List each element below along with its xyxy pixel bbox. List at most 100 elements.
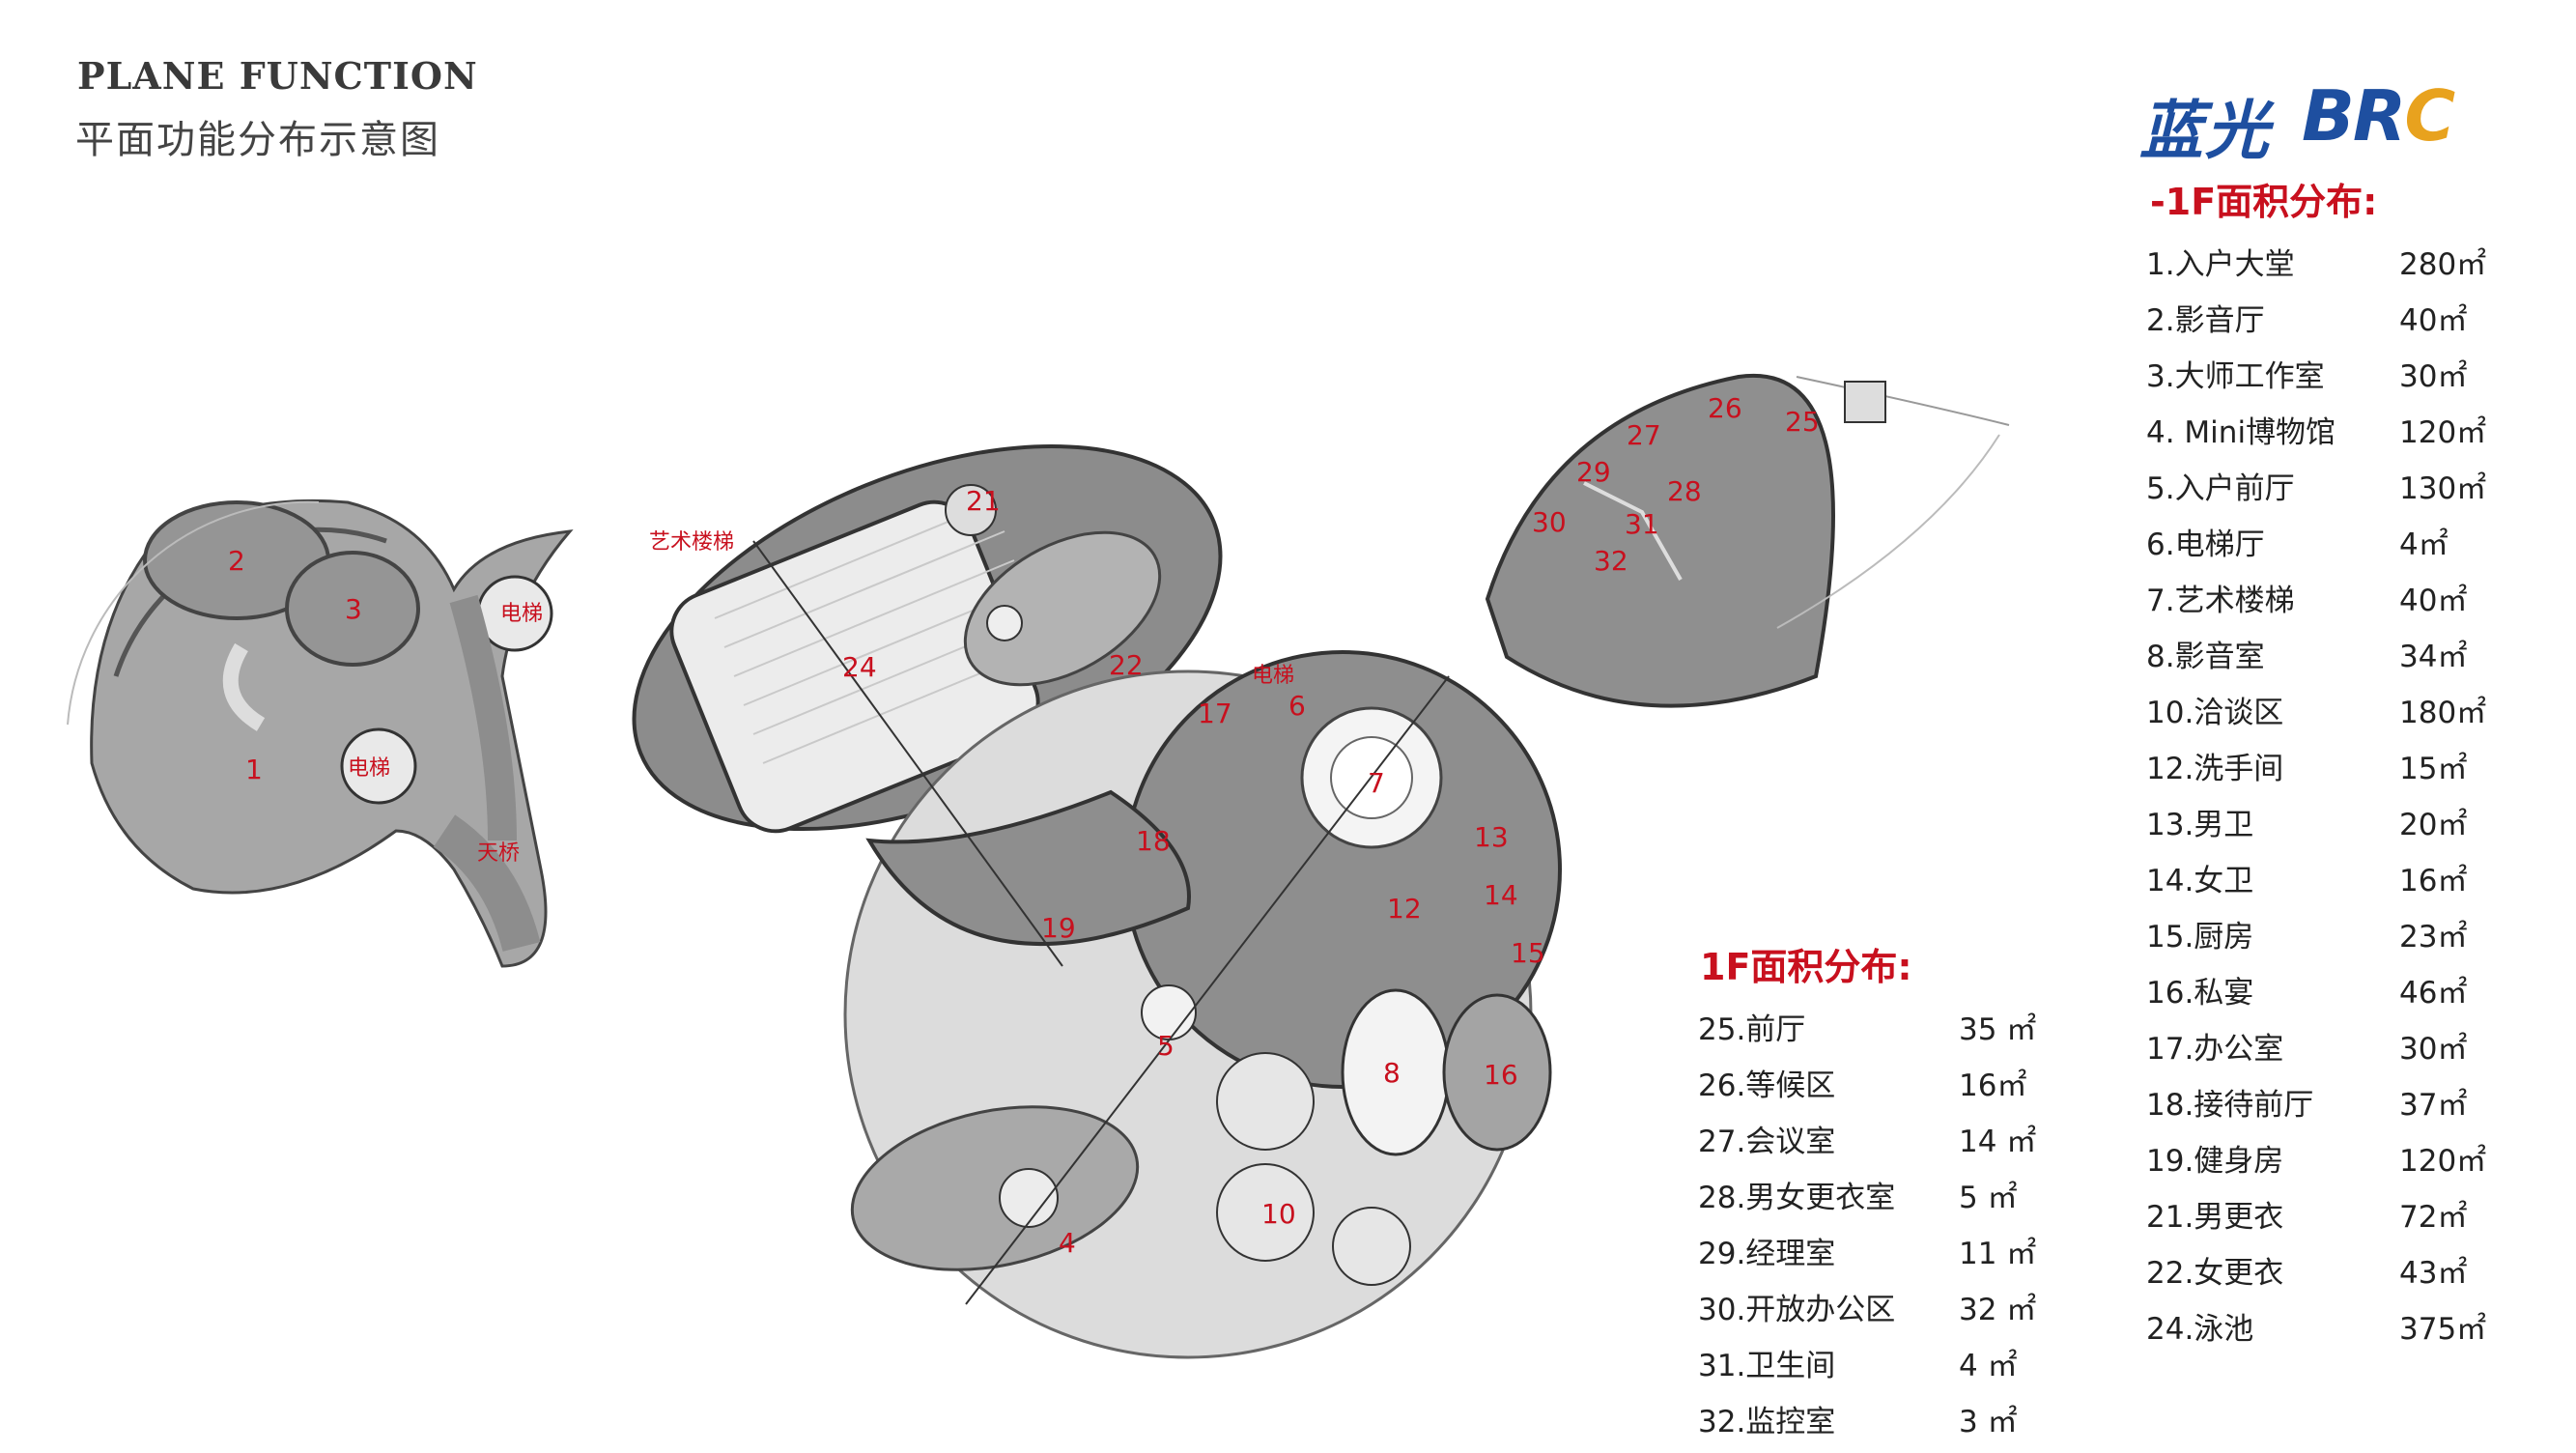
area-row: 13.男卫 20㎡ [2146, 800, 2513, 856]
label-31: 31 [1625, 508, 1659, 540]
area-name: 13.男卫 [2146, 808, 2254, 842]
area-name: 28.男女更衣室 [1698, 1181, 1896, 1215]
area-row: 25.前厅 35 ㎡ [1698, 1005, 2065, 1061]
area-name: 7.艺术楼梯 [2146, 584, 2295, 618]
area-value: 375㎡ [2399, 1312, 2487, 1347]
area-name: 1.入户大堂 [2146, 247, 2295, 282]
area-value: 16㎡ [1959, 1068, 2027, 1103]
area-value: 40㎡ [2399, 584, 2468, 618]
area-value: 120㎡ [2399, 415, 2487, 450]
area-name: 31.卫生间 [1698, 1349, 1836, 1383]
label-25: 25 [1785, 406, 1820, 438]
label-15: 15 [1511, 937, 1545, 969]
area-value: 11 ㎡ [1959, 1237, 2037, 1271]
ground-area-title: 1F面积分布: [1700, 946, 1912, 988]
main-building [752, 540, 1562, 1359]
area-name: 30.开放办公区 [1698, 1293, 1896, 1327]
label-art-stair: 艺术楼梯 [649, 530, 734, 555]
label-elevator-c: 电梯 [1252, 664, 1294, 688]
logo-en-main: BR [2302, 75, 2406, 157]
plan-labels: 2 3 1 电梯 电梯 天桥 艺术楼梯 21 24 22 17 电梯 6 7 1… [228, 392, 1820, 1259]
label-18: 18 [1136, 825, 1171, 857]
label-32: 32 [1594, 545, 1628, 577]
label-29: 29 [1576, 456, 1611, 488]
label-10: 10 [1261, 1198, 1296, 1230]
area-value: 46㎡ [2399, 976, 2468, 1011]
area-row: 10.洽谈区 180㎡ [2146, 688, 2513, 744]
lobby-building [67, 499, 574, 968]
ground-floor-building [1485, 373, 2010, 708]
area-row: 26.等候区 16㎡ [1698, 1061, 2065, 1117]
logo-en-text: BRC [2302, 75, 2455, 157]
label-19: 19 [1041, 912, 1076, 944]
area-name: 5.入户前厅 [2146, 471, 2295, 506]
area-value: 35 ㎡ [1959, 1012, 2037, 1047]
label-16: 16 [1484, 1059, 1518, 1091]
area-name: 25.前厅 [1698, 1012, 1806, 1047]
label-2: 2 [228, 545, 245, 577]
area-value: 30㎡ [2399, 359, 2468, 394]
label-28: 28 [1667, 475, 1702, 507]
label-22: 22 [1109, 649, 1144, 681]
area-name: 24.泳池 [2146, 1312, 2254, 1347]
label-elevator-b: 电梯 [500, 602, 543, 626]
area-name: 12.洗手间 [2146, 752, 2284, 786]
area-name: 27.会议室 [1698, 1125, 1836, 1159]
area-value: 30㎡ [2399, 1032, 2468, 1067]
area-value: 43㎡ [2399, 1256, 2468, 1291]
area-value: 280㎡ [2399, 247, 2487, 282]
area-value: 14 ㎡ [1959, 1125, 2037, 1159]
label-3: 3 [345, 593, 362, 625]
label-8: 8 [1383, 1057, 1401, 1089]
area-row: 24.泳池 375㎡ [2146, 1304, 2513, 1360]
area-value: 4 ㎡ [1959, 1349, 2018, 1383]
label-12: 12 [1387, 893, 1422, 925]
area-row: 12.洗手间 15㎡ [2146, 744, 2513, 800]
area-value: 23㎡ [2399, 920, 2468, 954]
page-title-cn: 平面功能分布示意图 [75, 118, 440, 162]
area-row: 17.办公室 30㎡ [2146, 1024, 2513, 1080]
label-17: 17 [1198, 698, 1232, 729]
label-1: 1 [245, 754, 263, 785]
area-name: 3.大师工作室 [2146, 359, 2325, 394]
area-value: 130㎡ [2399, 471, 2487, 506]
brand-logo: 蓝光 BRC [2139, 75, 2487, 168]
area-value: 40㎡ [2399, 303, 2468, 338]
area-row: 27.会议室 14 ㎡ [1698, 1117, 2065, 1173]
area-row: 31.卫生间 4 ㎡ [1698, 1341, 2065, 1397]
area-value: 20㎡ [2399, 808, 2468, 842]
logo-en-accent: C [2404, 75, 2455, 157]
area-value: 180㎡ [2399, 696, 2487, 730]
area-value: 4㎡ [2399, 527, 2449, 562]
area-name: 10.洽谈区 [2146, 696, 2284, 730]
area-value: 72㎡ [2399, 1200, 2468, 1235]
page-title-en: PLANE FUNCTION [77, 54, 478, 98]
area-value: 3 ㎡ [1959, 1405, 2018, 1439]
area-row: 30.开放办公区 32 ㎡ [1698, 1285, 2065, 1341]
area-value: 15㎡ [2399, 752, 2468, 786]
area-row: 3.大师工作室 30㎡ [2146, 352, 2513, 408]
area-value: 5 ㎡ [1959, 1181, 2018, 1215]
area-row: 2.影音厅 40㎡ [2146, 296, 2513, 352]
area-name: 26.等候区 [1698, 1068, 1836, 1103]
area-name: 18.接待前厅 [2146, 1088, 2314, 1123]
label-5: 5 [1157, 1030, 1175, 1062]
area-name: 4. Mini博物馆 [2146, 415, 2336, 450]
area-name: 2.影音厅 [2146, 303, 2265, 338]
label-26: 26 [1708, 392, 1742, 424]
area-name: 17.办公室 [2146, 1032, 2284, 1067]
area-name: 14.女卫 [2146, 864, 2254, 898]
area-value: 32 ㎡ [1959, 1293, 2037, 1327]
area-value: 34㎡ [2399, 640, 2468, 674]
basement-area-list: 1.入户大堂 280㎡ 2.影音厅 40㎡ 3.大师工作室 30㎡ 4. Mini博物馆 12… [2146, 240, 2513, 1360]
